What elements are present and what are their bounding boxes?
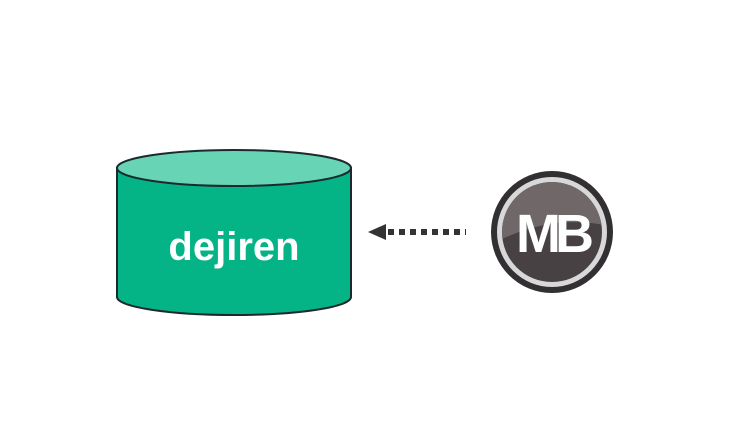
logo-text: MB <box>516 204 592 264</box>
dotted-arrow <box>368 224 466 240</box>
mb-logo-icon: MB <box>491 171 613 293</box>
database-label: dejiren <box>168 225 299 269</box>
database-cylinder: dejiren <box>116 149 352 316</box>
